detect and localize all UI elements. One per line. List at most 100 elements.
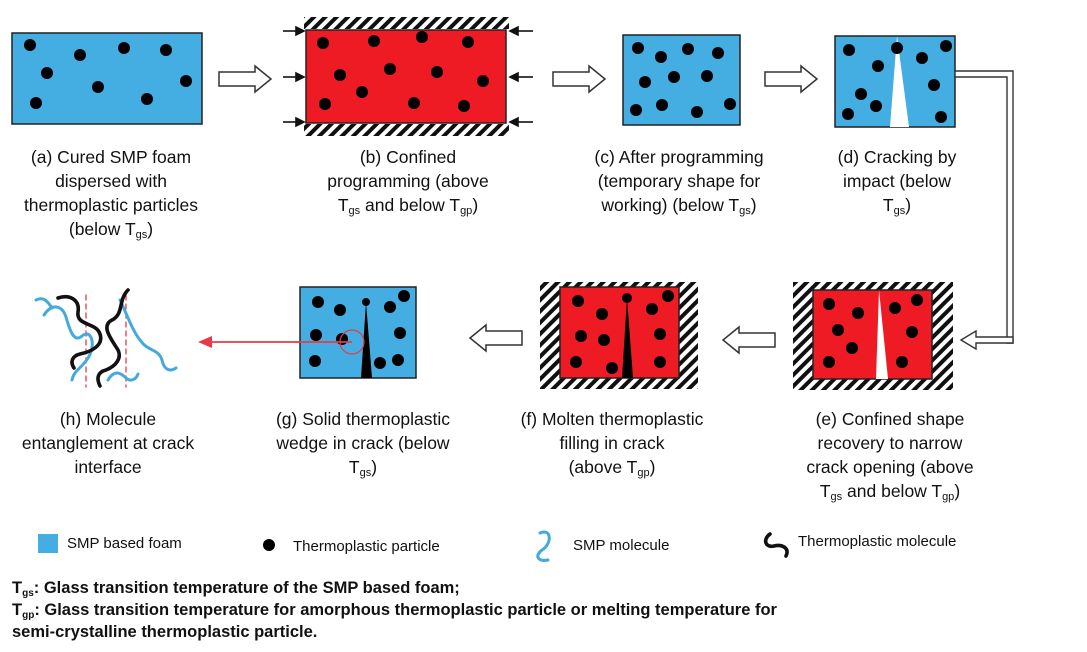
stage-e-text: T — [819, 481, 831, 501]
crack — [890, 36, 909, 127]
stage-c-text: ) — [750, 195, 757, 215]
stage-e-text: crack opening (above — [806, 457, 974, 477]
stage-e-text: and below T — [842, 481, 943, 501]
particle — [92, 81, 104, 93]
foam-block-g — [299, 286, 417, 379]
particle — [712, 47, 724, 59]
particle — [41, 67, 53, 79]
particle — [682, 43, 694, 55]
particle — [622, 293, 632, 303]
stage-d-line: (d) Cracking by — [812, 145, 982, 169]
label-c: (c) After programming(temporary shape fo… — [564, 145, 794, 217]
particle — [891, 42, 903, 54]
definition-text: T — [12, 579, 23, 597]
foam-block-d — [834, 35, 956, 128]
particle — [823, 298, 835, 310]
legend-foam-swatch — [38, 534, 58, 553]
definitions: Tgs: Glass transition temperature of the… — [12, 577, 1082, 643]
stage-f-text: filling in crack — [559, 433, 665, 453]
smp-molecule — [118, 298, 178, 372]
particle — [916, 52, 928, 64]
particle — [384, 63, 396, 75]
open-arrow-icon — [552, 64, 607, 94]
particle — [309, 355, 321, 367]
legend-thermo-molecule-icon — [763, 532, 789, 558]
stage-h-line: entanglement at crack — [2, 431, 214, 455]
particle — [431, 66, 443, 78]
stage-d-text: ) — [905, 195, 912, 215]
stage-b-line: programming (above — [298, 169, 518, 193]
particle — [416, 31, 428, 43]
particle — [846, 342, 858, 354]
stage-f-line: filling in crack — [484, 431, 740, 455]
definition-text: : Glass transition temperature of the SM… — [33, 579, 460, 597]
particle — [356, 86, 368, 98]
stage-g-text: wedge in crack (below — [276, 433, 450, 453]
particle — [843, 44, 855, 56]
particle — [928, 79, 940, 91]
stage-d-text: (d) — [837, 147, 860, 167]
particle — [662, 290, 674, 302]
stage-g-text: (g) — [275, 409, 298, 429]
stage-e-line: Tgs and below Tgp) — [778, 479, 1002, 503]
stage-c-text: (c) — [594, 147, 615, 167]
compression-arrows — [283, 25, 533, 128]
connector-arrow-head — [959, 329, 1014, 351]
legend-foam-label: SMP based foam — [67, 535, 182, 552]
entanglement-illustration — [34, 288, 178, 388]
stage-b-line: (b) Confined — [298, 145, 518, 169]
particle — [823, 356, 835, 368]
particle — [312, 296, 324, 308]
particle — [575, 330, 587, 342]
definition-subscript: gs — [22, 588, 34, 599]
particle — [598, 334, 610, 346]
thermoplastic-molecule — [96, 288, 130, 388]
particle — [872, 60, 884, 72]
stage-g-text: Solid thermoplastic — [297, 409, 451, 429]
filled-crack — [622, 298, 633, 378]
stage-h-text: Molecule — [81, 409, 157, 429]
particle — [639, 76, 651, 88]
stage-h-text: interface — [74, 457, 142, 477]
particle — [384, 301, 396, 313]
thermoplastic-molecule — [56, 295, 103, 370]
stage-d-text: Cracking by — [859, 147, 957, 167]
stage-b-text: T — [337, 195, 349, 215]
stage-f-text: (f) — [520, 409, 538, 429]
stage-c-line: (c) After programming — [564, 145, 794, 169]
definition-line: semi-crystalline thermoplastic particle. — [12, 621, 1082, 643]
particle — [832, 324, 844, 336]
particle — [462, 36, 474, 48]
stage-a-text: (below T — [68, 219, 136, 239]
stage-c-line: working) (below Tgs) — [564, 193, 794, 217]
definition-line: Tgp: Glass transition temperature for am… — [12, 599, 1082, 621]
stage-f-text: Molten thermoplastic — [537, 409, 704, 429]
stage-b-text: ) — [472, 195, 479, 215]
stage-c-line: (temporary shape for — [564, 169, 794, 193]
definition-text: semi-crystalline thermoplastic particle. — [12, 623, 318, 641]
particle — [646, 303, 658, 315]
particle — [141, 93, 153, 105]
stage-a-text: Cured SMP foam — [52, 147, 192, 167]
particle — [310, 329, 322, 341]
stage-b-text: (b) — [359, 147, 382, 167]
particle — [855, 88, 867, 100]
particle — [374, 357, 386, 369]
stage-b-text: and below T — [360, 195, 461, 215]
crack — [876, 290, 888, 379]
particle — [362, 298, 370, 306]
particle — [911, 294, 923, 306]
stage-e-text: Confined shape — [836, 409, 965, 429]
particle — [394, 327, 406, 339]
particle — [572, 295, 584, 307]
stage-h-line: (h) Molecule — [2, 407, 214, 431]
solid-wedge — [361, 302, 372, 378]
stage-b-subscript: gs — [348, 205, 361, 217]
stage-e-line: (e) Confined shape — [778, 407, 1002, 431]
foam-block-a — [11, 32, 203, 125]
stage-c-text: (temporary shape for — [597, 171, 761, 191]
stage-d-line: impact (below — [812, 169, 982, 193]
